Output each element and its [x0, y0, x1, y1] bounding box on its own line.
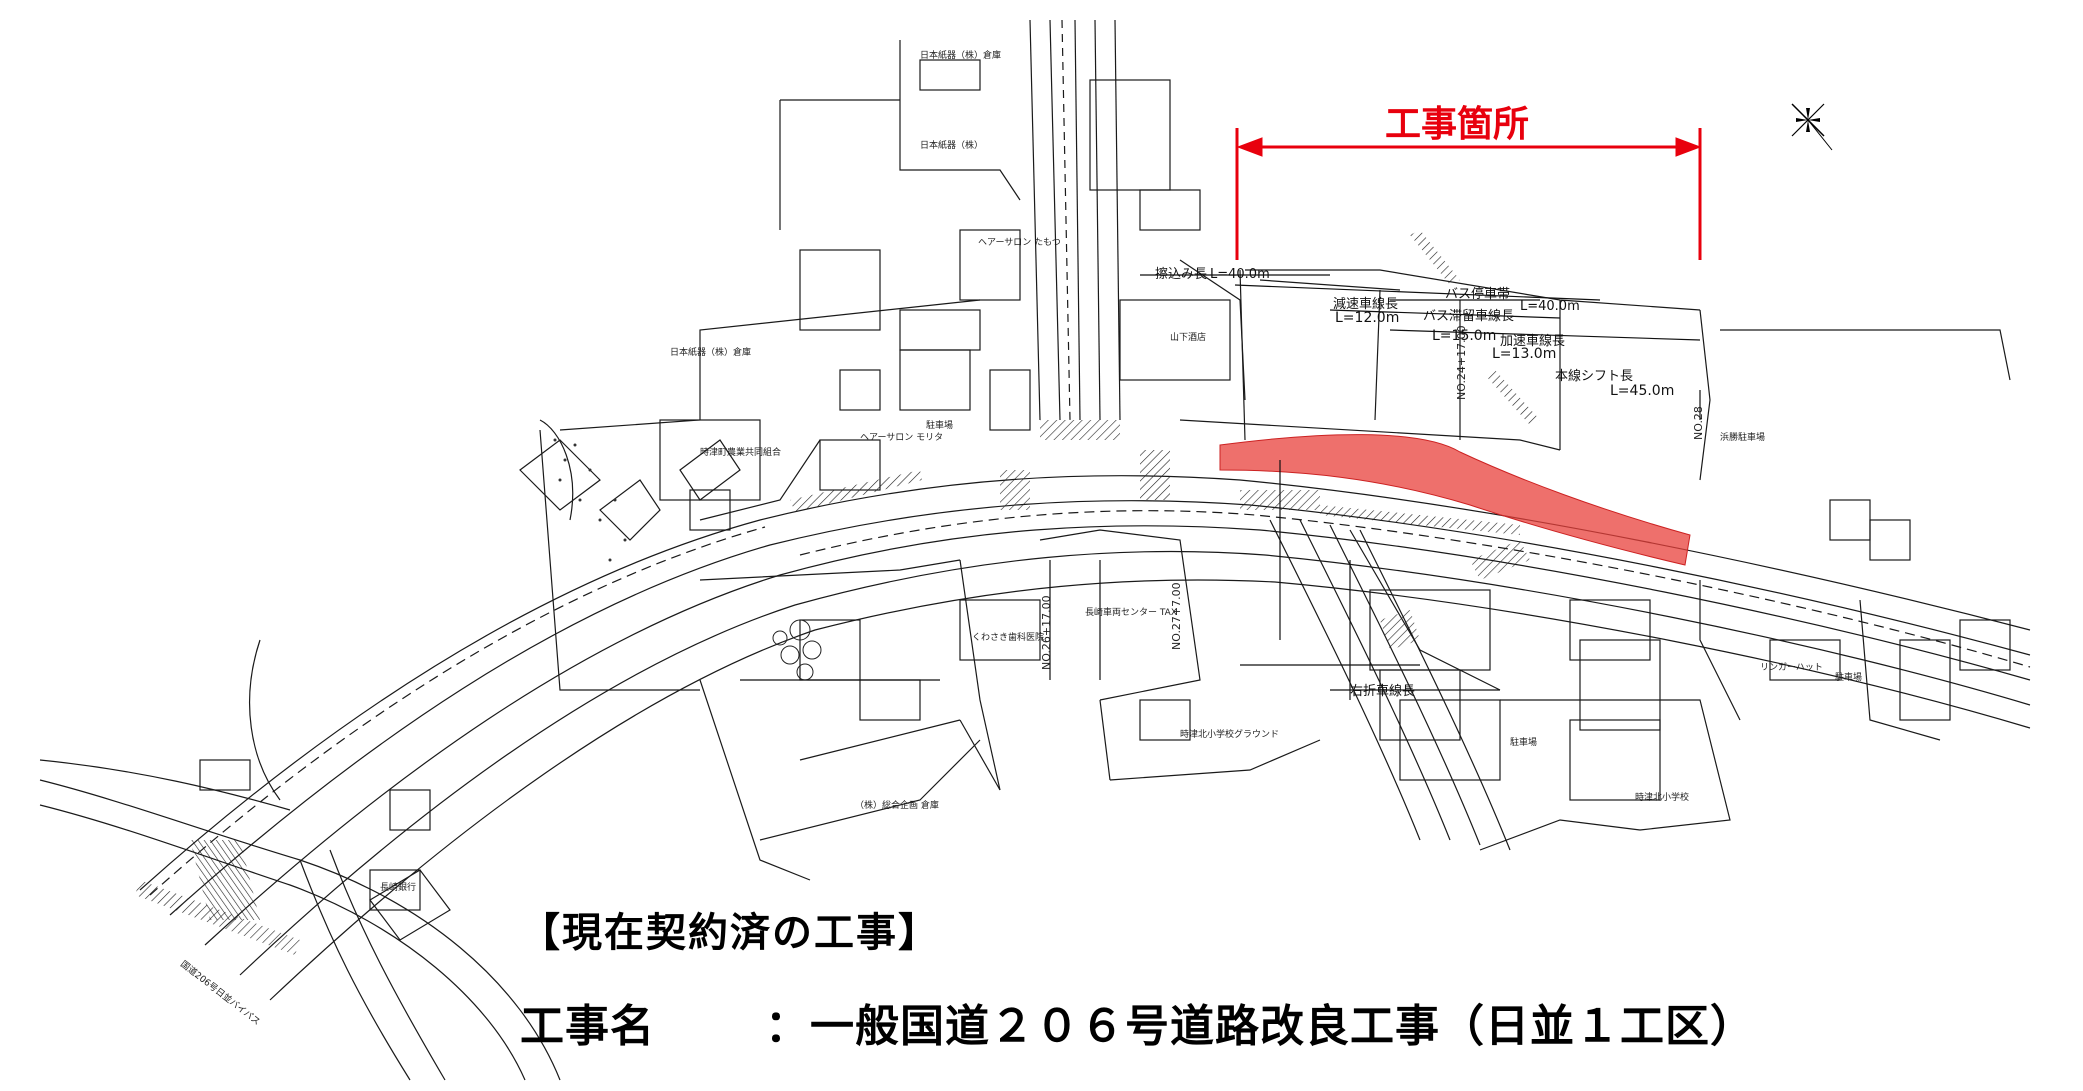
construction-area-highlight	[1219, 434, 1691, 566]
dimension-lines	[740, 274, 1701, 700]
place-clinic: くわさき歯科医院	[972, 631, 1044, 643]
base-linework	[39, 19, 2031, 1081]
bus-stop-length-label: バス停車帯	[1445, 286, 1510, 302]
tree-cluster	[772, 619, 822, 681]
bus-wait-length-label: バス滞留車線長	[1423, 308, 1514, 324]
place-kyodo: 時津町農業共同組合	[700, 446, 781, 458]
station-26-label: NO.26+17.00	[1040, 595, 1053, 670]
north-arrow-icon	[1791, 103, 1833, 151]
place-nihon: 日本紙器（株）	[920, 139, 983, 151]
place-landmark: リンガーハット	[1760, 662, 1823, 673]
station-28-label: NO.28	[1692, 406, 1705, 440]
place-company-warehouse: （株）総合企画 倉庫	[855, 799, 939, 811]
crosswalk-hatches	[135, 230, 1540, 955]
place-school: 時津北小学校	[1635, 791, 1689, 803]
place-school-ground: 時津北小学校グラウンド	[1180, 728, 1279, 740]
shift-length-label: 本線シフト長	[1555, 368, 1633, 384]
construction-extent-arrow	[1235, 128, 1702, 260]
right-turn-length-label: 右折車線長	[1350, 683, 1415, 699]
place-bus-parking: 浜勝駐車場	[1720, 431, 1765, 443]
place-parking-2: 駐車場	[1835, 671, 1862, 683]
construction-site-label: 工事箇所	[1385, 104, 1530, 145]
station-27-label: NO.27+7.00	[1170, 582, 1183, 650]
construction-name-value: ：一般国道２０６号道路改良工事（日並１工区）	[765, 1001, 1755, 1052]
decel-length-label: 減速車線長	[1333, 296, 1398, 312]
contract-status-heading: 【現在契約済の工事】	[520, 910, 940, 956]
station-24-label: NO.24+17.00	[1455, 325, 1468, 400]
shift-length-value: L=45.0m	[1610, 383, 1674, 399]
place-nagasaki-bank: 長崎銀行	[380, 881, 416, 893]
accel-length-label: 加速車線長	[1500, 333, 1565, 349]
place-nihon-warehouse-2: 日本紙器（株）倉庫	[670, 346, 751, 358]
merge-length-value: L=40.0m	[1210, 267, 1270, 282]
decel-length-value: L=12.0m	[1335, 310, 1399, 326]
accel-length-value: L=13.0m	[1492, 346, 1556, 362]
place-taxi: 長崎車両センター TAX	[1085, 606, 1177, 618]
merge-length-label: 擦込み長	[1155, 267, 1207, 282]
dotted-parcel	[553, 438, 627, 562]
place-hair-salon-1: ヘアーサロン たもつ	[978, 237, 1061, 248]
construction-name-key: 工事名	[520, 1001, 655, 1052]
place-parking-1: 駐車場	[926, 419, 953, 431]
place-bypass: 国道206号日並バイパス	[178, 958, 263, 1028]
bus-stop-length-value: L=40.0m	[1520, 299, 1580, 314]
construction-name-row: 工事名 ：一般国道２０６号道路改良工事（日並１工区）	[520, 990, 1755, 1054]
place-yamashita: 山下酒店	[1170, 331, 1206, 343]
place-hair-salon-2: ヘアーサロン モリタ	[860, 432, 943, 443]
place-nihon-warehouse: 日本紙器（株）倉庫	[920, 49, 1001, 61]
bus-wait-length-value: L=15.0m	[1432, 328, 1496, 344]
place-parking-3: 駐車場	[1510, 736, 1537, 748]
